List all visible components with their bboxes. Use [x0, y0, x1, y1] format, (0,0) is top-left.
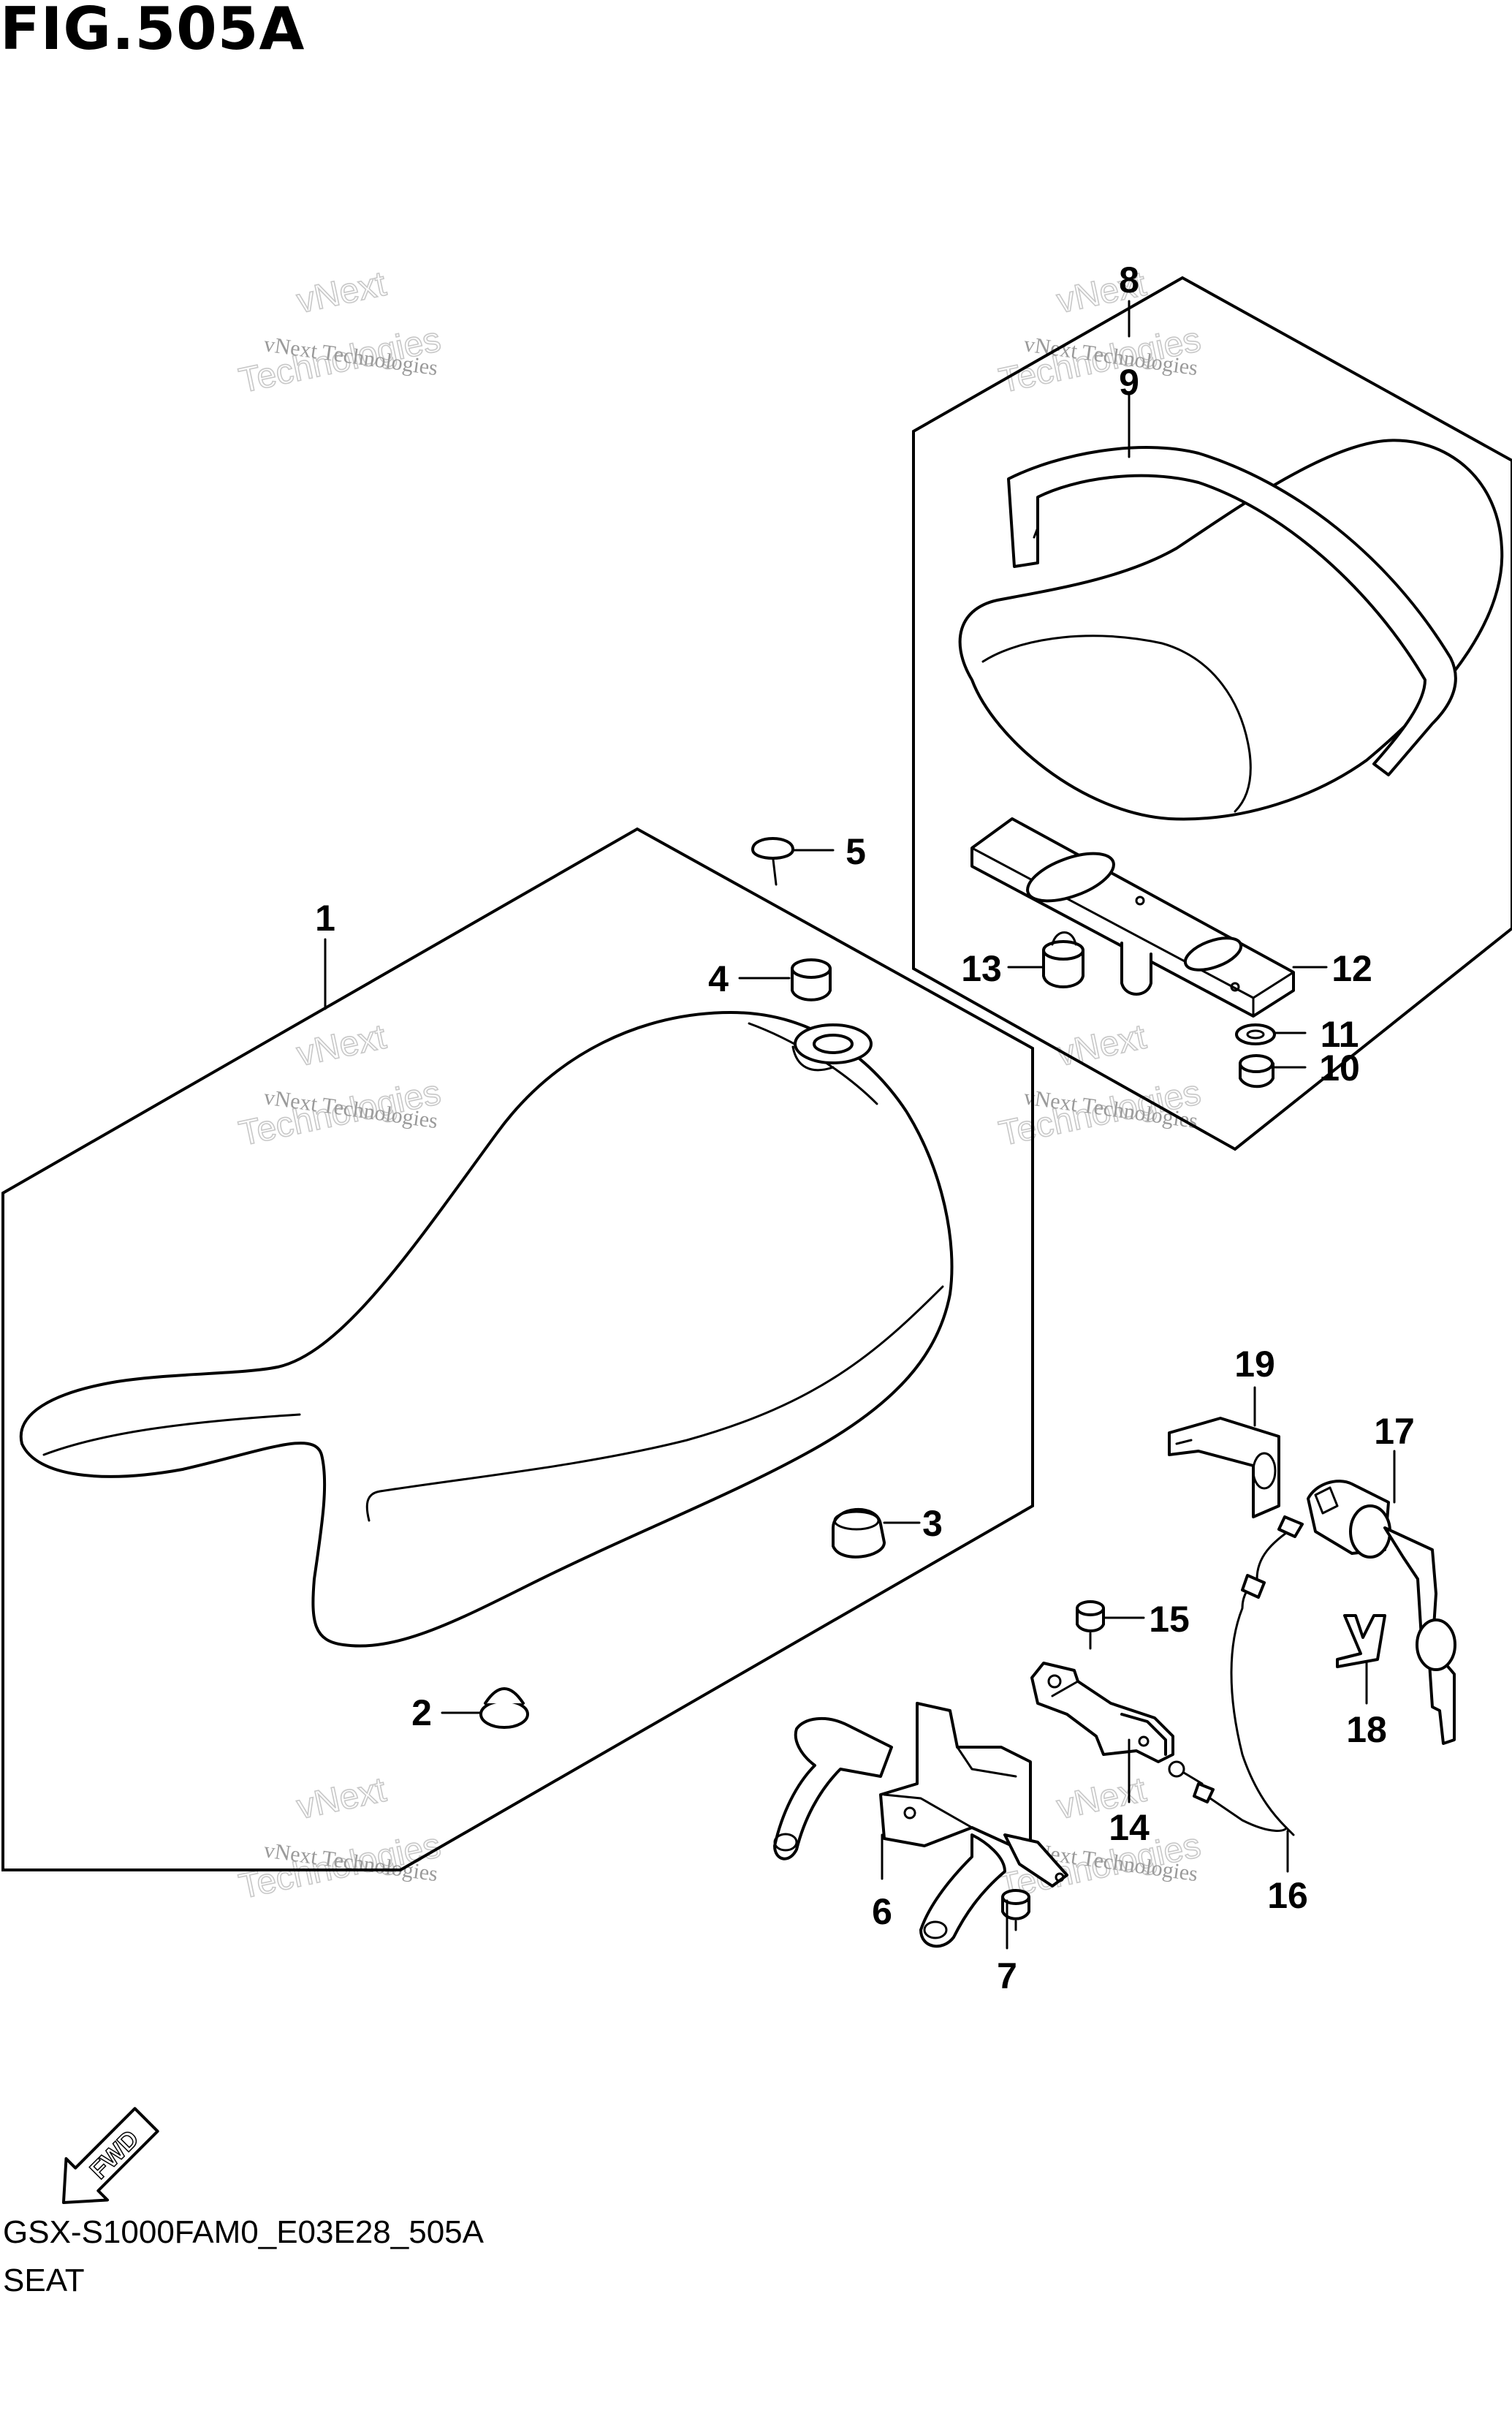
bolt-part-15	[1076, 1600, 1105, 1650]
bracket-part-6	[773, 1702, 1068, 1948]
screw-part-5	[751, 837, 794, 886]
watermark: vNext Technologies vNext Technologies	[235, 1017, 445, 1154]
callout-8: 8	[1119, 260, 1139, 300]
bracket-part-12	[970, 817, 1295, 1018]
watermark: vNext Technologies vNext Technologies	[235, 1770, 445, 1907]
washer-part-11	[1235, 1023, 1276, 1045]
watermark-big-1: vNext	[294, 1771, 390, 1827]
callout-12: 12	[1331, 948, 1372, 989]
callout-9: 9	[1119, 362, 1139, 403]
nut-part-10	[1239, 1054, 1274, 1088]
callout-3: 3	[922, 1503, 943, 1544]
main-seat-part	[19, 1011, 954, 1648]
callout-7: 7	[997, 1955, 1017, 1996]
screw-part-7	[1001, 1889, 1030, 1931]
diagram-name: SEAT	[3, 2263, 85, 2298]
watermark: vNext Technologies vNext Technologies	[235, 264, 445, 401]
watermark-big-1: vNext	[294, 1018, 390, 1074]
watermark-big-1: vNext	[294, 265, 390, 321]
callout-17: 17	[1374, 1411, 1415, 1452]
callout-1: 1	[315, 898, 335, 939]
callout-13: 13	[961, 948, 1002, 989]
callout-4: 4	[708, 958, 729, 999]
cushion-part-13	[1042, 931, 1084, 988]
callout-15: 15	[1149, 1599, 1190, 1640]
grommet-part-2	[479, 1687, 529, 1729]
callout-5: 5	[846, 831, 866, 872]
latch-part-14	[1030, 1662, 1174, 1763]
seat-assembly-outline	[1, 827, 1034, 1871]
bracket-part-19	[1168, 1417, 1280, 1518]
callout-14: 14	[1109, 1807, 1150, 1848]
grommet-part-4	[791, 958, 873, 1064]
leader-lines	[324, 300, 1396, 1950]
fwd-arrow-icon: FWD	[61, 2107, 159, 2205]
pillion-seat-assembly-outline	[912, 276, 1512, 1151]
figure-title: FIG.505A	[0, 0, 305, 63]
callout-10: 10	[1319, 1048, 1360, 1088]
callout-numbers: 1 2 3 4 5 6 7 8 9 10 11 12 13 14 15 16 1…	[315, 260, 1415, 1996]
callout-16: 16	[1267, 1875, 1308, 1916]
callout-6: 6	[872, 1891, 892, 1932]
callout-19: 19	[1234, 1344, 1275, 1385]
seat-lock-part-17	[1307, 1480, 1456, 1745]
callout-11: 11	[1321, 1014, 1359, 1055]
pillion-seat-part	[958, 439, 1504, 821]
callout-2: 2	[411, 1692, 432, 1733]
clip-part-18	[1336, 1614, 1386, 1668]
diagram-code: GSX-S1000FAM0_E03E28_505A	[3, 2214, 485, 2250]
watermark: vNext Technologies vNext Technologies	[995, 1017, 1205, 1154]
watermark-big-1: vNext	[1054, 1018, 1150, 1074]
cushion-part-3	[832, 1507, 886, 1559]
callout-18: 18	[1346, 1709, 1387, 1750]
cable-part-16	[1168, 1515, 1304, 1836]
